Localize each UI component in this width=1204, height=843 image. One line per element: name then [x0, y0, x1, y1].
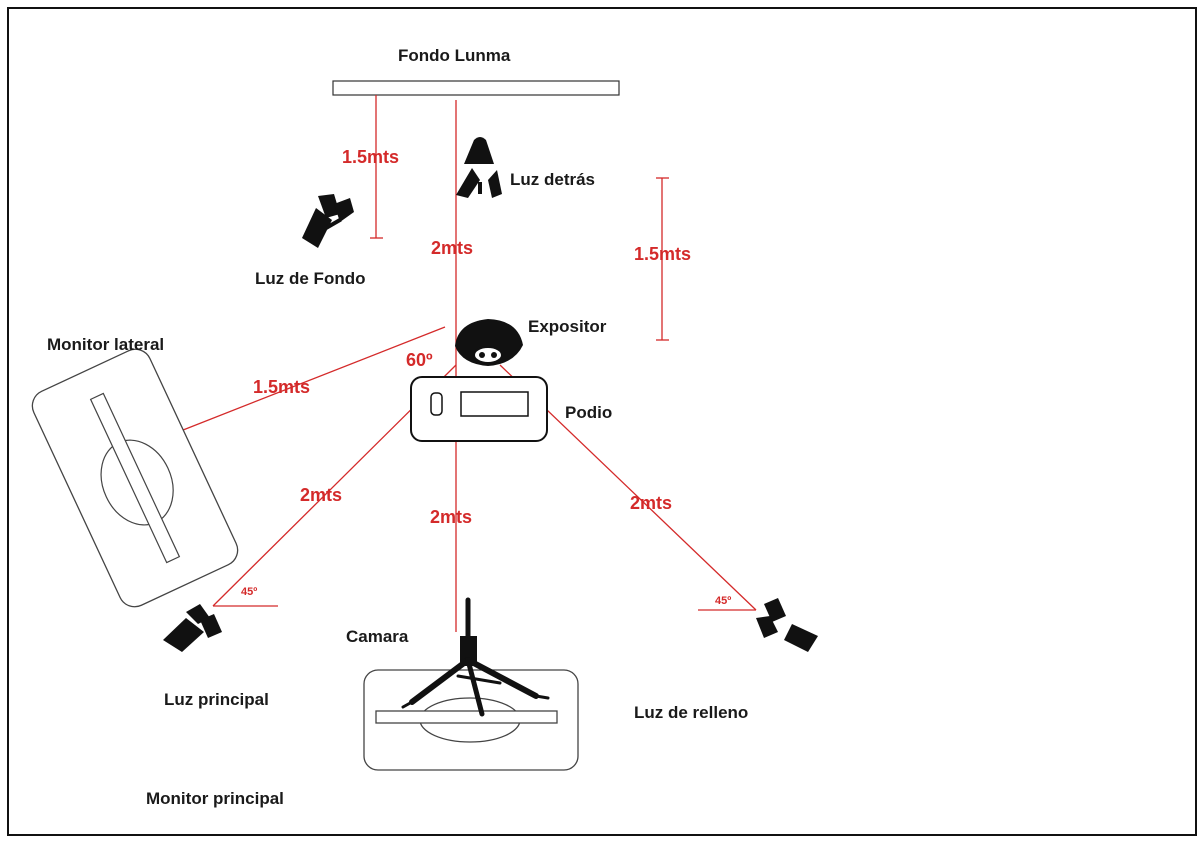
dimension-backdrop-to-background-light: 1.5mts [342, 147, 400, 167]
camera-tripod-icon [401, 597, 550, 717]
main-monitor [363, 669, 579, 771]
key-light-label: Luz principal [164, 690, 269, 709]
side-monitor [31, 348, 239, 608]
side-monitor-label: Monitor lateral [47, 335, 165, 354]
main-monitor-label: Monitor principal [146, 789, 284, 808]
back-light-label: Luz detrás [510, 170, 596, 189]
backdrop-bar [332, 80, 620, 96]
backdrop-label: Fondo Lunma [398, 46, 511, 65]
background-light-label: Luz de Fondo [255, 269, 366, 288]
dimension-backdrop-to-presenter: 2mts [431, 238, 474, 258]
back-light-icon [456, 137, 502, 198]
fill-light-label: Luz de relleno [634, 703, 749, 722]
background-light-icon [302, 194, 354, 248]
dimension-fill-light: 2mts [630, 493, 673, 513]
measure-lines [177, 95, 757, 632]
podium [410, 376, 548, 442]
dimension-back-light-height: 1.5mts [634, 244, 692, 264]
angle-presenter: 60º [406, 350, 433, 370]
dimension-key-light: 2mts [300, 485, 343, 505]
diagram-frame [7, 7, 1197, 836]
key-light-icon [163, 604, 222, 652]
angle-fill-light: 45º [715, 595, 732, 607]
camera-label: Camara [346, 627, 409, 646]
dimension-camera: 2mts [430, 507, 473, 527]
presenter-icon [455, 319, 523, 366]
presenter-label: Expositor [528, 317, 607, 336]
dimension-side-monitor: 1.5mts [253, 377, 311, 397]
podium-label: Podio [565, 403, 613, 422]
angle-key-light: 45º [241, 586, 258, 598]
fill-light-icon [756, 598, 818, 652]
